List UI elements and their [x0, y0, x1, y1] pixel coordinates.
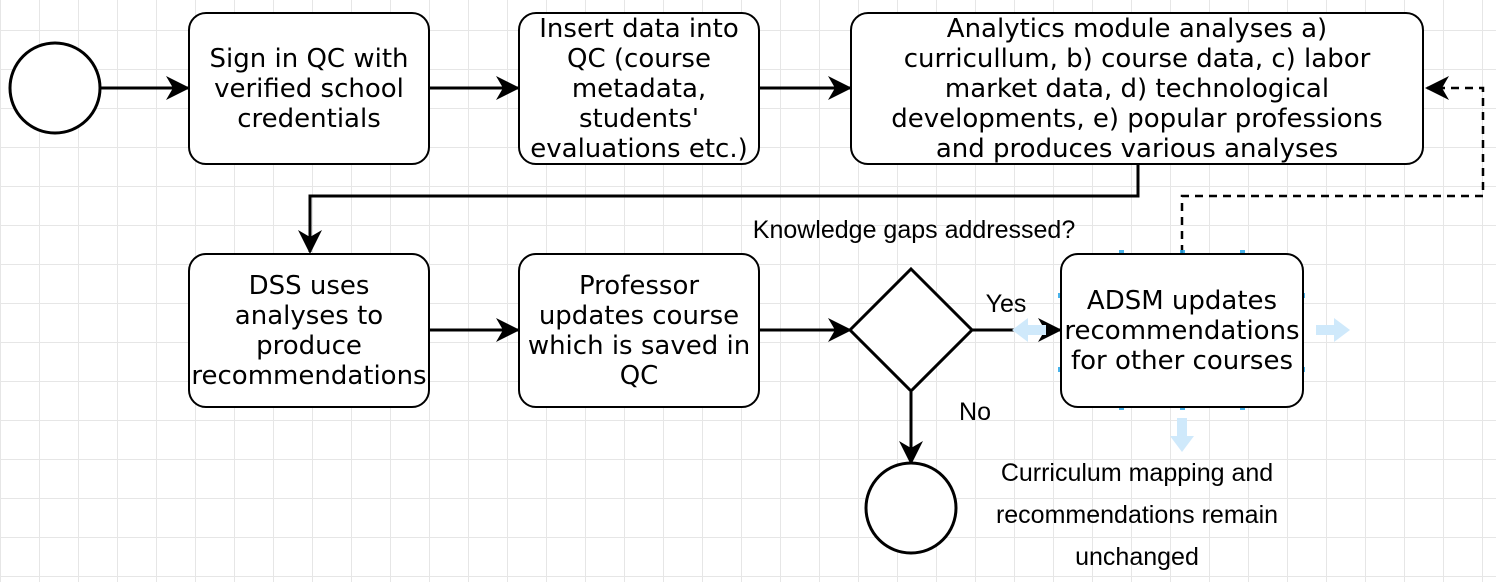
arrow-analytics-to-dss[interactable]	[298, 165, 1140, 254]
task-adsm-updates-label: ADSM updates recommendations for other c…	[1064, 285, 1300, 376]
task-insert-data-label: Insert data into QC (course metadata, st…	[530, 13, 748, 164]
hover-arrow-left	[1012, 318, 1046, 342]
yes-label: Yes	[985, 290, 1027, 318]
task-analytics-module-label: Analytics module analyses a) curricullum…	[891, 13, 1383, 164]
task-professor-updates[interactable]: Professor updates course which is saved …	[518, 253, 760, 408]
arrow-adsm-feedback-dashed[interactable]	[1180, 76, 1485, 253]
task-adsm-updates[interactable]: ADSM updates recommendations for other c…	[1060, 253, 1304, 408]
task-dss-recommendations-label: DSS uses analyses to produce recommendat…	[191, 270, 427, 391]
decision-question-label: Knowledge gaps addressed?	[752, 216, 1076, 244]
task-dss-recommendations[interactable]: DSS uses analyses to produce recommendat…	[188, 253, 430, 408]
connection-hover-arrows[interactable]	[1012, 318, 1350, 452]
hover-arrow-right	[1316, 318, 1350, 342]
task-analytics-module[interactable]: Analytics module analyses a) curricullum…	[850, 12, 1424, 165]
task-sign-in-label: Sign in QC with verified school credenti…	[209, 43, 409, 134]
no-label: No	[959, 398, 991, 426]
task-sign-in[interactable]: Sign in QC with verified school credenti…	[188, 12, 430, 165]
end-note-label: Curriculum mapping and recommendations r…	[995, 459, 1279, 571]
end-event[interactable]	[864, 461, 958, 555]
hover-arrow-down	[1170, 418, 1194, 452]
task-insert-data[interactable]: Insert data into QC (course metadata, st…	[518, 12, 760, 165]
task-professor-updates-label: Professor updates course which is saved …	[527, 270, 751, 391]
decision-gateway[interactable]	[847, 266, 975, 394]
start-event[interactable]	[8, 41, 102, 135]
